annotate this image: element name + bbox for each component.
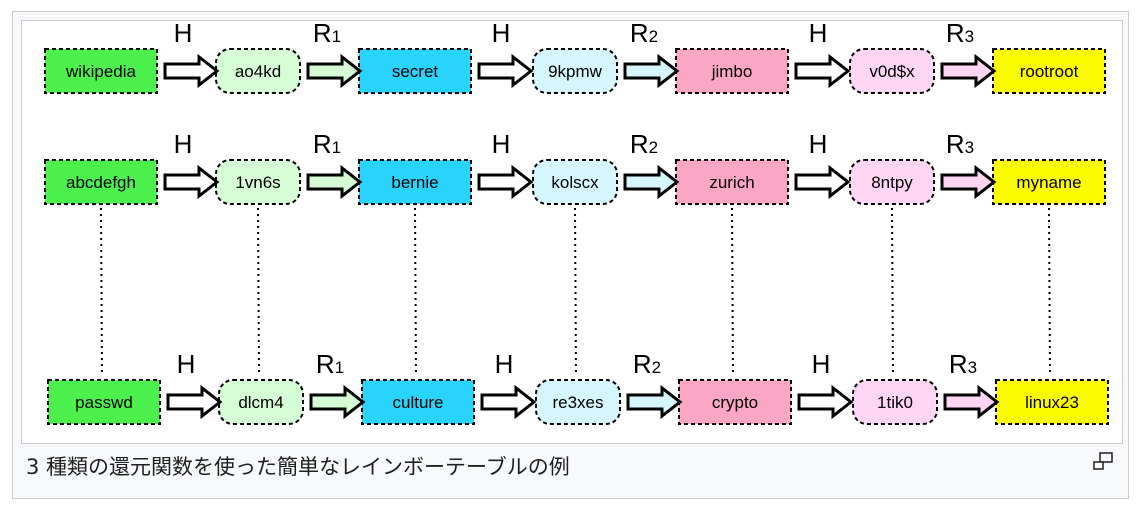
hash-node: re3xes [535,379,621,425]
node-label: 9kpmw [548,62,603,81]
operation-label: R2 [633,349,661,379]
hash-node: v0d$x [849,48,935,94]
step-arrow [477,164,534,200]
operation-label: R2 [630,129,658,159]
operation-label: H [492,129,511,159]
operation-label: R3 [949,349,977,379]
operation-label: R3 [946,129,974,159]
password-node: jimbo [675,48,789,94]
magnify-clip-icon[interactable] [1091,451,1115,473]
step-arrow [623,164,680,200]
step-arrow [943,384,1000,420]
node-label: re3xes [552,393,603,412]
password-node: secret [358,48,472,94]
node-label: ao4kd [235,62,281,81]
hash-node: 1vn6s [215,159,301,205]
password-node: passwd [47,379,161,425]
hash-node: kolscx [532,159,618,205]
step-arrow [163,53,220,89]
password-node: rootroot [992,48,1106,94]
node-label: bernie [391,173,438,192]
step-arrow [306,164,363,200]
hash-node: ao4kd [215,48,301,94]
step-arrow [166,384,223,420]
operation-label: R1 [313,18,341,48]
node-label: 1vn6s [235,173,280,192]
hash-node: 8ntpy [849,159,935,205]
step-arrow [623,53,680,89]
operation-label: R1 [316,349,344,379]
operation-label: H [812,349,831,379]
operation-label: H [174,129,193,159]
node-label: dlcm4 [238,393,283,412]
node-label: secret [392,62,439,81]
chain-connector-line [574,207,577,377]
password-node: zurich [675,159,789,205]
password-node: abcdefgh [44,159,158,205]
operation-label: H [809,129,828,159]
password-node: myname [992,159,1106,205]
node-label: linux23 [1025,393,1079,412]
operation-label: H [495,349,514,379]
password-node: linux23 [995,379,1109,425]
node-label: culture [392,393,443,412]
node-label: 1tik0 [877,393,913,412]
hash-node: dlcm4 [218,379,304,425]
node-label: zurich [709,173,754,192]
chain-connector-line [100,207,103,377]
step-arrow [163,164,220,200]
step-arrow [940,164,997,200]
password-node: wikipedia [44,48,158,94]
operation-label: H [174,18,193,48]
node-label: myname [1016,173,1081,192]
step-arrow [794,164,851,200]
node-label: passwd [75,393,133,412]
node-label: v0d$x [869,62,915,81]
step-arrow [626,384,683,420]
password-node: bernie [358,159,472,205]
chain-connector-line [1048,207,1051,377]
node-label: kolscx [551,173,599,192]
operation-label: H [492,18,511,48]
chain-connector-line [257,207,260,377]
step-arrow [306,53,363,89]
figure-caption: 3 種類の還元関数を使った簡単なレインボーテーブルの例 [26,455,570,479]
operation-label: R2 [630,18,658,48]
password-node: crypto [678,379,792,425]
password-node: culture [361,379,475,425]
operation-label: H [177,349,196,379]
hash-node: 1tik0 [852,379,938,425]
operation-label: H [809,18,828,48]
operation-label: R1 [313,129,341,159]
node-label: wikipedia [65,62,136,81]
chain-connector-line [731,207,734,377]
step-arrow [794,53,851,89]
step-arrow [940,53,997,89]
operation-label: R3 [946,18,974,48]
step-arrow [309,384,366,420]
chain-connector-line [414,207,417,377]
chain-connector-line [891,207,894,377]
step-arrow [797,384,854,420]
node-label: abcdefgh [66,173,136,192]
node-label: crypto [712,393,758,412]
node-label: jimbo [711,62,753,81]
hash-node: 9kpmw [532,48,618,94]
node-label: rootroot [1020,62,1079,81]
node-label: 8ntpy [871,173,913,192]
step-arrow [477,53,534,89]
step-arrow [480,384,537,420]
